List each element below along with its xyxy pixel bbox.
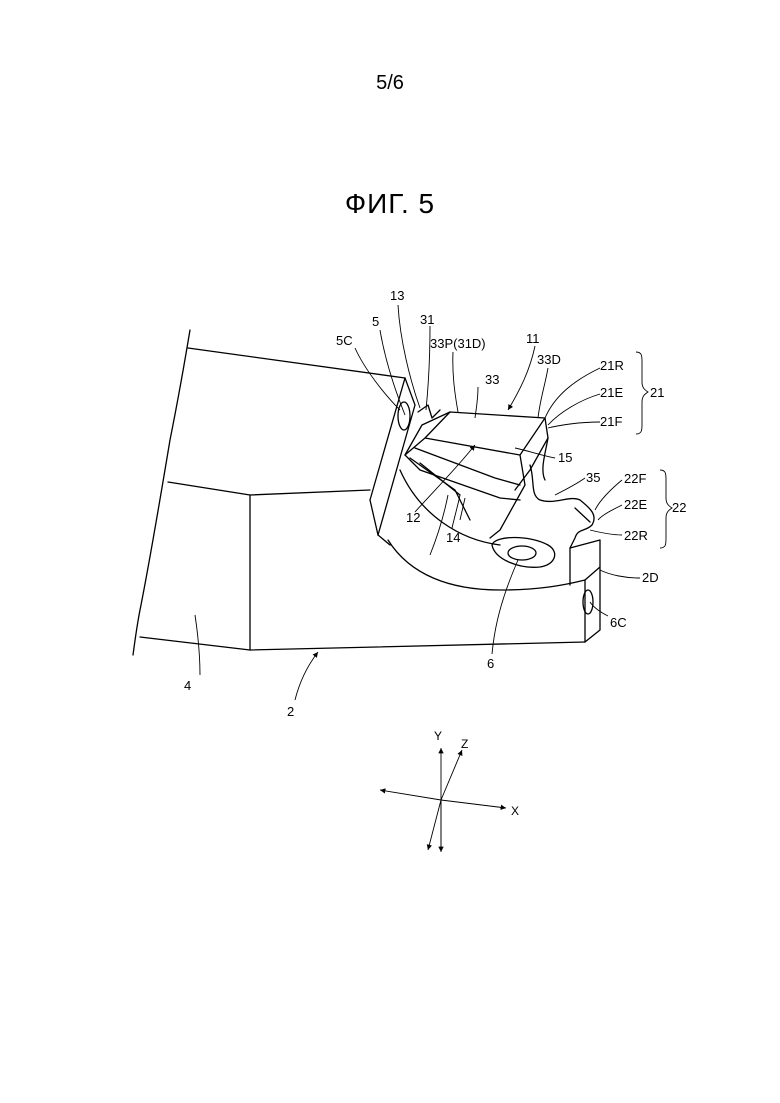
label-22E: 22E (624, 497, 647, 512)
drawing-body (133, 330, 600, 655)
label-33P: 33P(31D) (430, 336, 486, 351)
label-21R: 21R (600, 358, 624, 373)
label-5: 5 (372, 314, 379, 329)
label-35: 35 (586, 470, 600, 485)
label-11: 11 (526, 331, 540, 346)
label-6C: 6C (610, 615, 627, 630)
label-12: 12 (406, 510, 420, 525)
label-33D: 33D (537, 352, 561, 367)
label-21: 21 (650, 385, 664, 400)
label-13: 13 (390, 288, 404, 303)
reference-labels: 13 5 31 5C 33P(31D) 11 33D 21R 33 21E 21… (184, 288, 686, 719)
braces (636, 352, 672, 548)
axis-label-z: Z (461, 737, 468, 751)
label-2D: 2D (642, 570, 659, 585)
axis-label-x: X (511, 804, 519, 818)
label-21E: 21E (600, 385, 623, 400)
label-15: 15 (558, 450, 572, 465)
label-5C: 5C (336, 333, 353, 348)
label-14: 14 (446, 530, 460, 545)
label-4: 4 (184, 678, 191, 693)
label-22F: 22F (624, 471, 646, 486)
label-31: 31 (420, 312, 434, 327)
label-22R: 22R (624, 528, 648, 543)
label-21F: 21F (600, 414, 622, 429)
leader-lines (195, 305, 640, 700)
label-33: 33 (485, 372, 499, 387)
axis-label-y: Y (434, 729, 442, 743)
label-22: 22 (672, 500, 686, 515)
label-2: 2 (287, 704, 294, 719)
label-6: 6 (487, 656, 494, 671)
axes-indicator: Y Z X (380, 729, 519, 852)
